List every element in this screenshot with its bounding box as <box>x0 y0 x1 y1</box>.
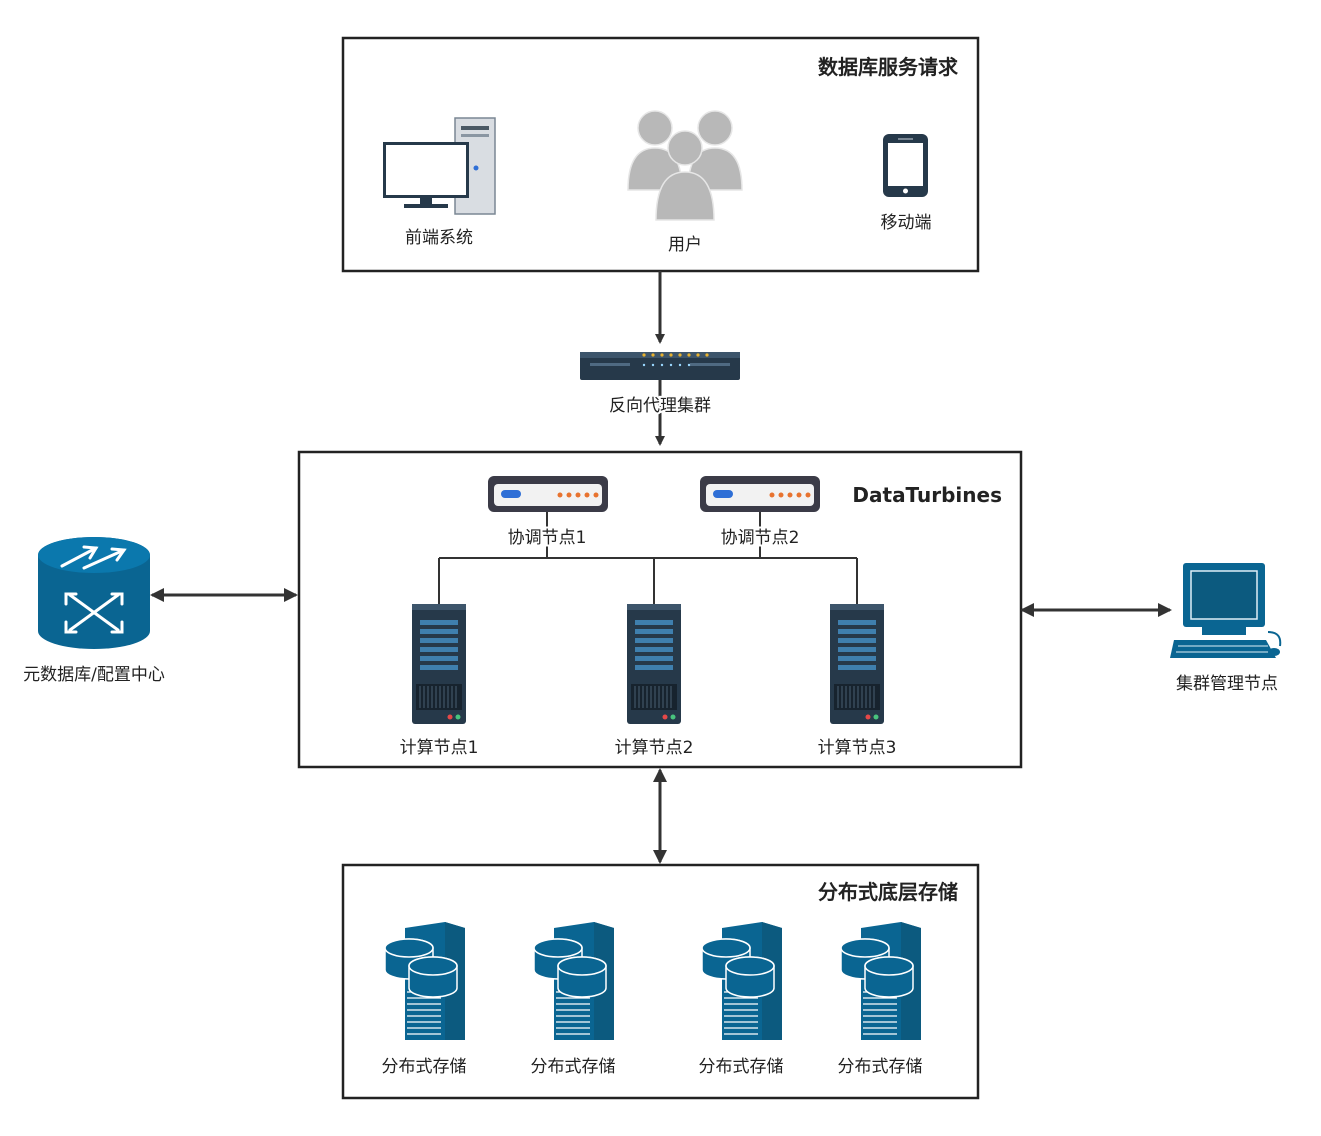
requests-group-title: 数据库服务请求 <box>818 55 959 79</box>
compute-node-1-label: 计算节点1 <box>400 738 479 758</box>
storage-label-1: 分布式存储 <box>382 1057 467 1077</box>
user-group-icon <box>627 110 743 221</box>
compute-node-3-label: 计算节点3 <box>818 738 897 758</box>
desktop-computer-icon <box>383 117 496 215</box>
storage-group-title: 分布式底层存储 <box>818 880 958 904</box>
coordinator-node-1-icon <box>488 476 608 512</box>
compute-node-3-icon <box>829 603 885 725</box>
frontend-label: 前端系统 <box>405 228 473 248</box>
cluster-connections <box>438 512 858 605</box>
compute-node-2-icon <box>626 603 682 725</box>
storage-label-4: 分布式存储 <box>838 1057 923 1077</box>
storage-server-2-icon <box>533 921 615 1041</box>
cluster-group-title: DataTurbines <box>852 483 1002 507</box>
storage-label-2: 分布式存储 <box>531 1057 616 1077</box>
coordinator-node-2-label: 协调节点2 <box>721 528 800 548</box>
storage-server-3-icon <box>701 921 783 1041</box>
storage-label-3: 分布式存储 <box>699 1057 784 1077</box>
storage-server-4-icon <box>840 921 922 1041</box>
management-node-label: 集群管理节点 <box>1176 674 1278 694</box>
metadata-router-icon <box>38 537 150 649</box>
coordinator-node-2-icon <box>700 476 820 512</box>
coordinator-node-1-label: 协调节点1 <box>508 528 587 548</box>
proxy-switch-icon <box>580 352 740 380</box>
compute-node-2-label: 计算节点2 <box>615 738 694 758</box>
user-label: 用户 <box>668 235 702 255</box>
mobile-phone-icon <box>883 134 928 197</box>
storage-group <box>341 863 980 1100</box>
compute-node-1-icon <box>411 603 467 725</box>
management-terminal-icon <box>1170 563 1282 658</box>
storage-server-1-icon <box>384 921 466 1041</box>
metadata-config-label: 元数据库/配置中心 <box>23 665 165 685</box>
mobile-label: 移动端 <box>881 213 932 233</box>
proxy-label: 反向代理集群 <box>609 396 711 416</box>
